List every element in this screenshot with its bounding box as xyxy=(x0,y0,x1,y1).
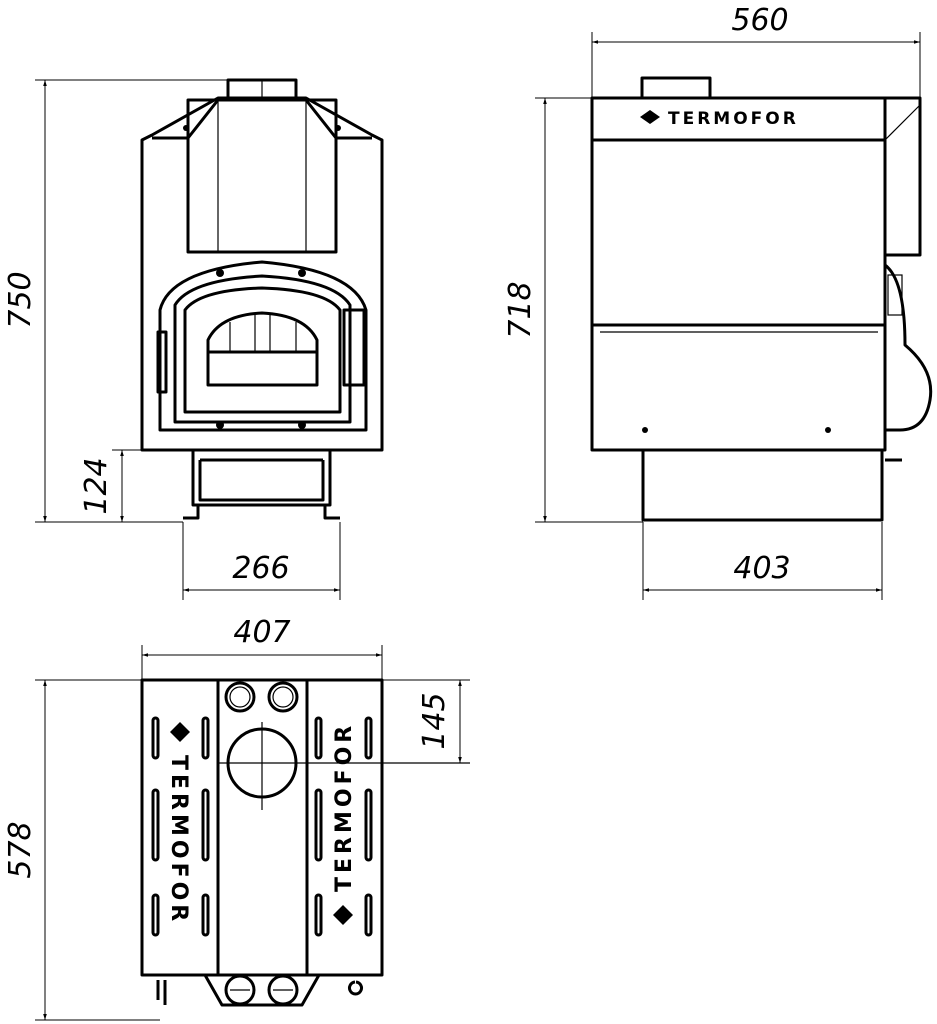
ash-box xyxy=(191,450,332,507)
dim-top-width: 407 xyxy=(233,615,290,650)
side-base xyxy=(641,448,884,522)
dimensions: 750 124 266 560 718 403 407 578 145 xyxy=(3,3,921,1021)
brand-logo-top-right: TERMOFOR xyxy=(332,722,357,925)
brand-logo-top-left: TERMOFOR xyxy=(166,722,191,925)
dim-top-depth: 578 xyxy=(3,821,38,878)
upper-panel xyxy=(186,98,338,254)
door-frame xyxy=(158,260,368,432)
svg-text:TERMOFOR: TERMOFOR xyxy=(332,722,357,892)
dim-side-base-width: 403 xyxy=(733,551,790,586)
front-view xyxy=(140,78,384,520)
door-handle xyxy=(156,330,168,394)
dim-side-width: 560 xyxy=(731,3,788,38)
dim-side-height: 718 xyxy=(503,281,538,338)
dim-top-flue-offset: 145 xyxy=(417,692,452,749)
slots xyxy=(151,716,373,937)
fire-door xyxy=(173,274,352,424)
dim-front-base-height: 124 xyxy=(79,457,114,514)
dim-front-base-width: 266 xyxy=(232,551,289,586)
brand-logo-side: TERMOFOR xyxy=(640,109,799,129)
svg-text:TERMOFOR: TERMOFOR xyxy=(166,755,191,925)
side-handle xyxy=(884,263,933,432)
top-front-lip xyxy=(203,974,321,1007)
top-handles xyxy=(156,980,363,1005)
legs xyxy=(183,505,340,520)
dim-front-height: 750 xyxy=(3,271,38,328)
door-window xyxy=(206,311,319,387)
side-flap xyxy=(885,96,922,257)
svg-text:TERMOFOR: TERMOFOR xyxy=(668,109,799,129)
door-hinge xyxy=(342,308,366,387)
front-body xyxy=(140,96,384,452)
side-body xyxy=(590,96,887,452)
chimney-outlet-side xyxy=(640,76,712,100)
side-view: TERMOFOR xyxy=(590,76,933,522)
